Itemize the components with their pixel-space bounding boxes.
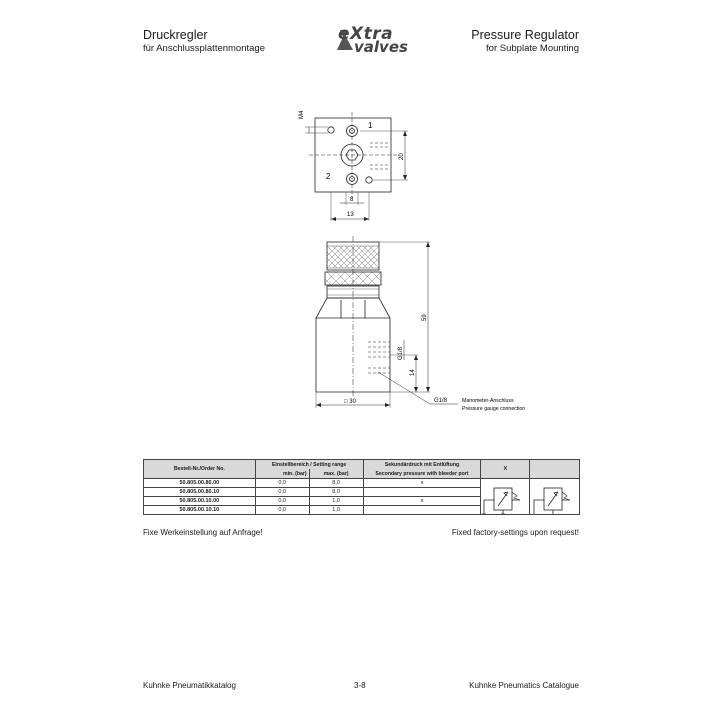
title-german: Druckregler	[143, 28, 208, 42]
port-2-label: 2	[326, 172, 331, 181]
header-setting-range: Einstellbereich / Setting range	[254, 459, 364, 469]
table-row: 50.805.00.80.00 0,0 8,0 x	[143, 478, 580, 515]
mounting-hole-top-left	[327, 126, 335, 134]
cell-secondary	[362, 487, 482, 497]
logo-mark-icon	[337, 30, 353, 50]
header-empty	[529, 459, 580, 479]
table-row: 50.805.00.10.10 0,0 1,0	[143, 505, 580, 515]
dim-m4: M4	[299, 110, 305, 119]
table-subheader-row: min. (bar) max. (bar) Secondary pressure…	[144, 469, 580, 479]
footer-left: Kuhnke Pneumatikkatalog	[143, 681, 236, 690]
header-secondary-en: Secondary pressure with bleeder port	[362, 469, 482, 479]
cell-min: 0,0	[254, 505, 310, 515]
cell-order: 50.805.00.10.10	[143, 505, 256, 515]
cell-order: 50.805.00.80.00	[143, 478, 256, 488]
logo-text-extra: eXtra	[338, 24, 394, 44]
dim-14: 14	[410, 369, 416, 376]
mounting-hole-bottom-right	[365, 176, 373, 184]
dim-8: 8	[350, 197, 354, 203]
gauge-label-english: Pressure gauge connection	[462, 406, 525, 412]
dim-g18-side: G1/8	[398, 346, 404, 360]
symbol-cell-2	[529, 478, 580, 515]
cell-secondary: x	[362, 496, 482, 506]
dim-20: 20	[399, 153, 405, 160]
dim-30: □ 30	[344, 399, 357, 405]
dim-59: 59	[422, 314, 428, 321]
logo-text-valves: valves	[354, 38, 408, 56]
subtitle-english: for Subplate Mounting	[486, 43, 579, 54]
port-1-label: 1	[368, 121, 373, 130]
cell-max: 1,0	[308, 505, 364, 515]
cell-min: 0,0	[254, 487, 310, 497]
cell-max: 8,0	[308, 478, 364, 488]
table-header-row: Bestell-Nr./Order No. Einstellbereich / …	[143, 459, 580, 479]
regulator-body	[315, 297, 391, 393]
cell-max: 1,0	[308, 496, 364, 506]
subtitle-german: für Anschlussplattenmontage	[143, 43, 265, 54]
gauge-thread-label: G1/8	[434, 398, 448, 404]
central-bore	[340, 143, 364, 167]
cell-order: 50.805.00.80.10	[143, 487, 256, 497]
footer-right: Kuhnke Pneumatics Catalogue	[469, 681, 579, 690]
symbol-cell-1	[480, 478, 531, 515]
cell-max: 8,0	[308, 487, 364, 497]
header-order-no: Bestell-Nr./Order No.	[143, 459, 256, 479]
note-german: Fixe Werkeinstellung auf Anfrage!	[143, 528, 263, 537]
page-number: 3-8	[354, 681, 366, 690]
header-min: min. (bar)	[254, 469, 310, 479]
title-english: Pressure Regulator	[471, 28, 579, 42]
header-max: max. (bar)	[308, 469, 364, 479]
dim-13: 13	[347, 212, 354, 218]
order-table: Bestell-Nr./Order No. Einstellbereich / …	[143, 459, 580, 515]
cell-secondary	[362, 505, 482, 515]
cell-order: 50.805.00.10.00	[143, 496, 256, 506]
gauge-label-german: Manometer-Anschluss	[462, 398, 514, 404]
cell-min: 0,0	[254, 496, 310, 506]
cell-secondary: x	[362, 478, 482, 488]
header-x: X	[480, 459, 531, 479]
port-1-hole	[346, 125, 358, 137]
extra-valves-logo: eXtra valves	[318, 22, 414, 56]
port-2-hole	[346, 173, 358, 185]
header-secondary-de: Sekundärdruck mit Entlüftung	[362, 459, 482, 469]
note-english: Fixed factory-settings upon request!	[451, 528, 579, 537]
cell-min: 0,0	[254, 478, 310, 488]
